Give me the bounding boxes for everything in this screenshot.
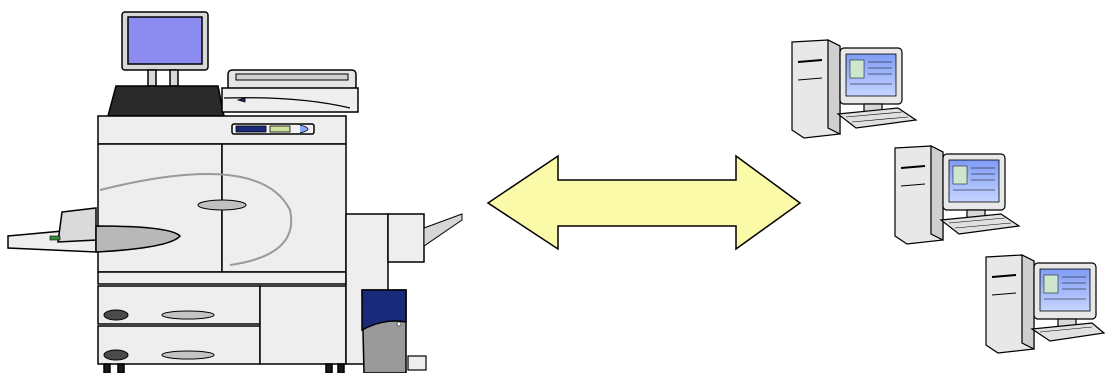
double-arrow-icon bbox=[488, 156, 800, 249]
printer-icon bbox=[8, 12, 462, 373]
computer-icon bbox=[792, 40, 916, 138]
computer-icon bbox=[986, 255, 1104, 353]
computer-icon bbox=[895, 146, 1019, 244]
